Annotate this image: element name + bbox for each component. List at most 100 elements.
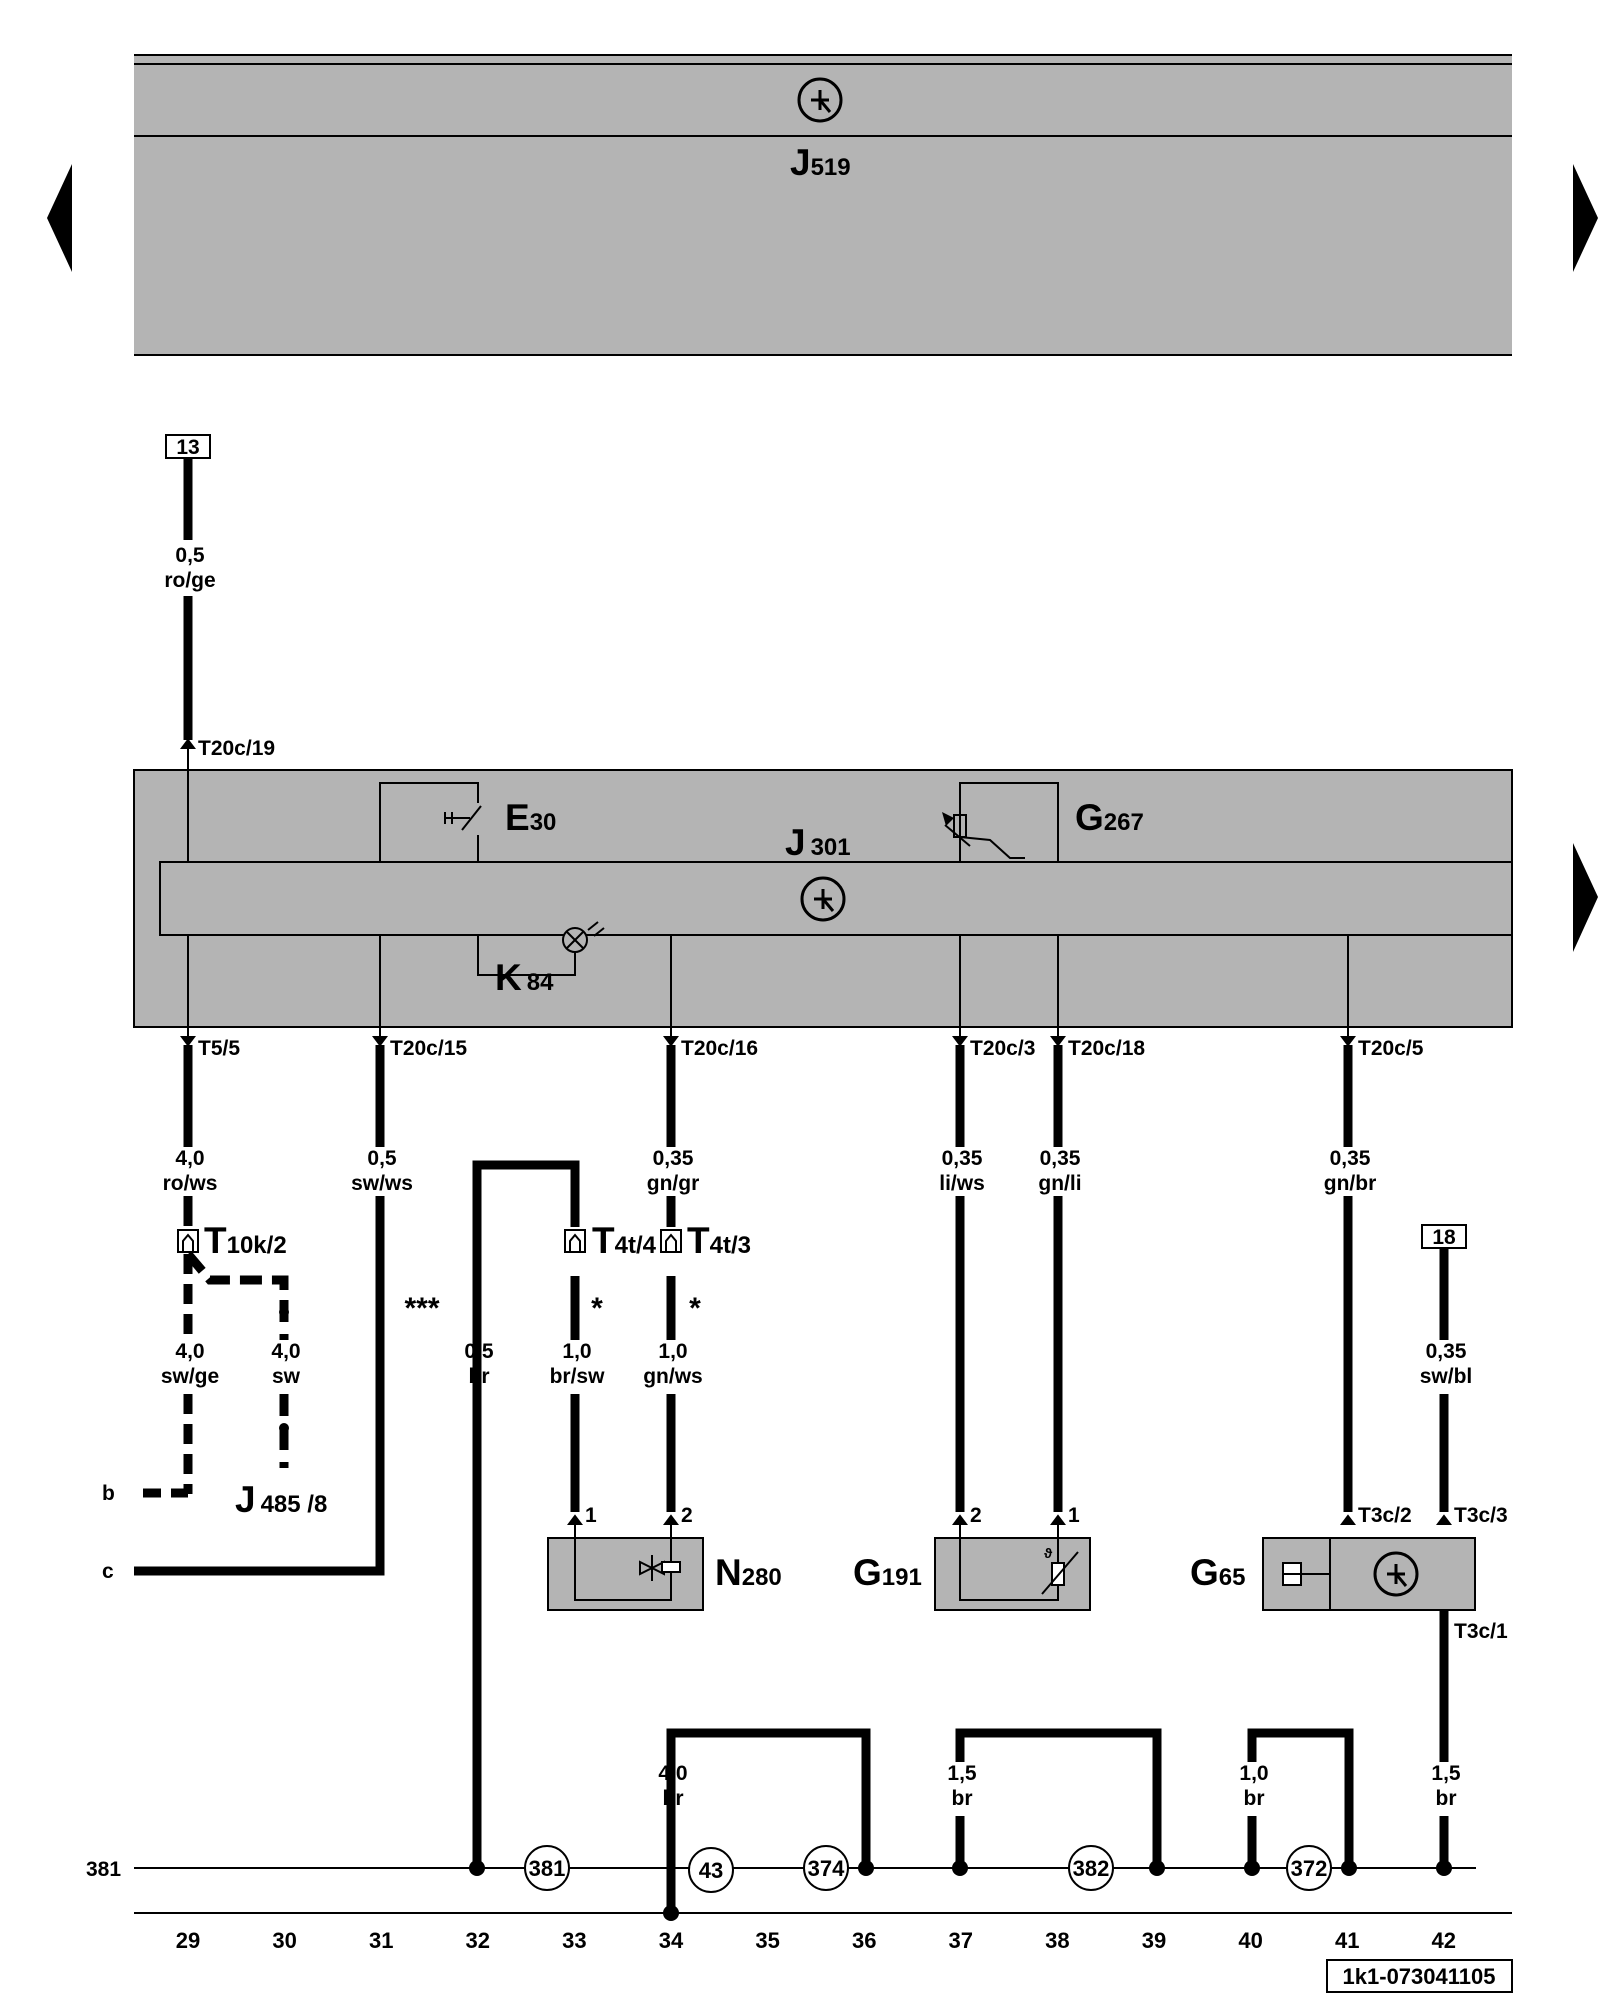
- pin-t20c18: T20c/18: [1068, 1037, 1145, 1060]
- svg-text:gn/li: gn/li: [1038, 1172, 1081, 1195]
- ground-point-372[interactable]: 372: [1286, 1845, 1332, 1891]
- svg-text:sw/bl: sw/bl: [1420, 1365, 1473, 1388]
- electronic-unit-icon: [1373, 1551, 1419, 1597]
- junction-dots: [469, 1860, 1452, 1921]
- ground-points: 381 43 374 382 372: [524, 1845, 1332, 1893]
- previous-page-arrow-icon[interactable]: [47, 164, 72, 272]
- svg-text:gn/gr: gn/gr: [647, 1172, 700, 1195]
- track-number: 41: [1335, 1928, 1359, 1953]
- t10k-label: T10k/2: [204, 1220, 287, 1261]
- e30-switch: E30: [379, 782, 556, 862]
- ground-point-label: 382: [1073, 1856, 1110, 1881]
- ground-point-382[interactable]: 382: [1068, 1845, 1114, 1891]
- svg-text:ro/ge: ro/ge: [164, 569, 215, 592]
- svg-text:4,0: 4,0: [175, 1340, 204, 1363]
- next-page-arrow-icon[interactable]: [1573, 164, 1598, 272]
- g191-label: G191: [853, 1552, 922, 1593]
- svg-text:4,0: 4,0: [175, 1147, 204, 1170]
- j519-label: J519: [790, 142, 851, 183]
- pin-n280-2: 2: [681, 1504, 693, 1527]
- g267-label: G267: [1075, 797, 1144, 838]
- g191-sensor: ϑ G191: [853, 1524, 1091, 1611]
- ground-point-374[interactable]: 374: [803, 1845, 849, 1891]
- n280-label: N280: [715, 1552, 782, 1593]
- g267-sensor: G267: [942, 782, 1144, 862]
- svg-text:ro/ws: ro/ws: [163, 1172, 218, 1195]
- pin-labels: T20c/19 T5/5 T20c/15 T20c/16 T20c/3 T20c…: [198, 737, 1508, 1643]
- e30-label: E30: [505, 797, 556, 838]
- svg-text:0,35: 0,35: [1040, 1147, 1081, 1170]
- svg-text:0,5: 0,5: [175, 544, 205, 567]
- pin-t20c19: T20c/19: [198, 737, 275, 760]
- g65-sensor: G65: [1190, 1537, 1476, 1611]
- svg-text:1,0: 1,0: [658, 1340, 687, 1363]
- svg-text:gn/br: gn/br: [1324, 1172, 1377, 1195]
- svg-text:0,35: 0,35: [1330, 1147, 1371, 1170]
- track-number: 36: [852, 1928, 876, 1953]
- electronic-unit-icon: [797, 77, 843, 123]
- side-label-c: c: [102, 1560, 114, 1583]
- pin-t3c1: T3c/1: [1454, 1620, 1508, 1643]
- t4t4-label: T4t/4: [592, 1220, 657, 1261]
- ground-point-label: 374: [808, 1856, 845, 1881]
- reference-13-text: 13: [176, 436, 199, 459]
- pin-t5-5: T5/5: [198, 1037, 240, 1060]
- svg-text:br: br: [1436, 1787, 1457, 1810]
- pin-t20c16: T20c/16: [681, 1037, 758, 1060]
- svg-text:br: br: [469, 1365, 490, 1388]
- continue-right-arrow-icon[interactable]: [1573, 843, 1598, 952]
- track-number: 29: [176, 1928, 200, 1953]
- track-number: 35: [755, 1928, 779, 1953]
- doc-id: 1k1-073041105: [1343, 1964, 1496, 1989]
- track-number: 39: [1142, 1928, 1166, 1953]
- pin-t3c2: T3c/2: [1358, 1504, 1412, 1527]
- wires: [134, 458, 1512, 1918]
- j519-control-unit: J519: [134, 54, 1512, 356]
- reference-18-text: 18: [1432, 1226, 1456, 1249]
- g65-label: G65: [1190, 1552, 1245, 1593]
- pin-g191-1: 1: [1068, 1504, 1080, 1527]
- svg-text:1,0: 1,0: [1239, 1762, 1268, 1785]
- ground-point-43[interactable]: 43: [688, 1847, 734, 1893]
- ground-point-label: 43: [699, 1858, 723, 1883]
- svg-text:1,0: 1,0: [562, 1340, 591, 1363]
- svg-text:li/ws: li/ws: [939, 1172, 985, 1195]
- marker-asterisk: *: [689, 1292, 701, 1325]
- track-number: 37: [949, 1928, 973, 1953]
- track-number: 42: [1432, 1928, 1456, 1953]
- track-number: 32: [466, 1928, 490, 1953]
- svg-text:1,5: 1,5: [947, 1762, 977, 1785]
- svg-text:br: br: [663, 1787, 684, 1810]
- ground-point-381[interactable]: 381: [524, 1845, 570, 1891]
- pin-t20c5: T20c/5: [1358, 1037, 1424, 1060]
- svg-text:4,0: 4,0: [658, 1762, 687, 1785]
- pin-t3c3: T3c/3: [1454, 1504, 1508, 1527]
- svg-text:sw/ge: sw/ge: [161, 1365, 219, 1388]
- svg-text:0,35: 0,35: [653, 1147, 694, 1170]
- svg-text:br/sw: br/sw: [550, 1365, 606, 1388]
- svg-text:br: br: [1244, 1787, 1265, 1810]
- track-number: 30: [272, 1928, 296, 1953]
- marker-triple-asterisk: ***: [404, 1292, 439, 1325]
- side-label-b: b: [102, 1482, 115, 1505]
- wire-labels: 0,5 ro/ge 4,0 ro/ws 0,5 sw/ws 0,35 gn/gr…: [161, 544, 1472, 1810]
- ground-label-381: 381: [86, 1858, 121, 1881]
- pin-g191-2: 2: [970, 1504, 982, 1527]
- marker-asterisk: *: [591, 1292, 603, 1325]
- svg-text:4,0: 4,0: [271, 1340, 300, 1363]
- pin-t20c15: T20c/15: [390, 1037, 467, 1060]
- pin-t20c3: T20c/3: [970, 1037, 1035, 1060]
- track-number: 33: [562, 1928, 586, 1953]
- pin-n280-1: 1: [585, 1504, 597, 1527]
- doc-id-box: [1326, 1959, 1513, 1993]
- svg-text:sw: sw: [272, 1365, 301, 1388]
- svg-text:0,35: 0,35: [1426, 1340, 1467, 1363]
- ground-point-label: 381: [529, 1856, 566, 1881]
